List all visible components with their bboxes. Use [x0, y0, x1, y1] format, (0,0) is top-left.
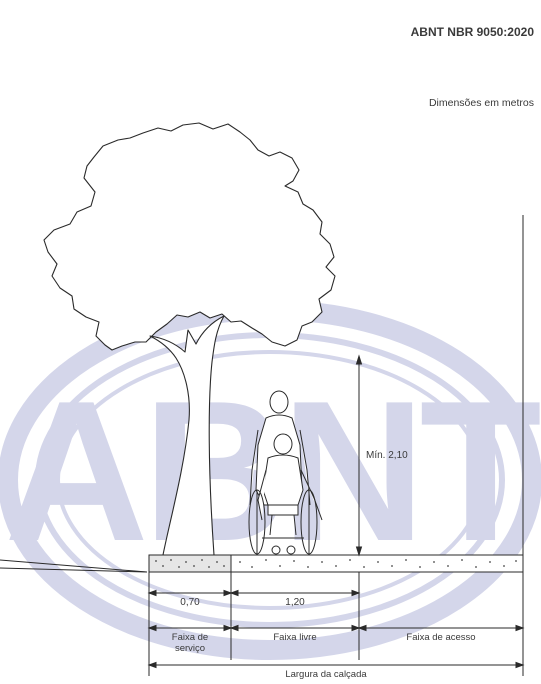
- pavement-texture: [155, 559, 517, 568]
- extension-lines: [148, 572, 524, 676]
- wheelchair-user-figure: [248, 433, 323, 555]
- tree-trunk: [149, 315, 225, 556]
- sidewalk-width-dimension: [147, 661, 525, 669]
- sidewalk-width-label: Largura da calçada: [285, 669, 367, 680]
- tree-canopy: [43, 122, 336, 351]
- standard-title: ABNT NBR 9050:2020: [411, 25, 535, 39]
- free-width-dimension: [229, 589, 361, 597]
- units-note: Dimensões em metros: [429, 97, 534, 109]
- zones-dimension: [147, 624, 525, 632]
- service-width-dimension: [147, 589, 233, 597]
- tree-illustration: [43, 122, 336, 556]
- min-height-dimension: [355, 354, 363, 557]
- free-width-label: 1,20: [285, 597, 305, 608]
- service-zone-label-line1: Faixa de: [172, 632, 208, 643]
- sidewalk-pavement: [148, 554, 524, 573]
- access-zone-label: Faixa de acesso: [406, 632, 475, 643]
- free-zone-label: Faixa livre: [273, 632, 316, 643]
- street-curb: [0, 559, 148, 573]
- min-height-label: Mín. 2,10: [366, 450, 408, 461]
- service-width-label: 0,70: [180, 597, 200, 608]
- service-zone-label-line2: serviço: [175, 643, 205, 654]
